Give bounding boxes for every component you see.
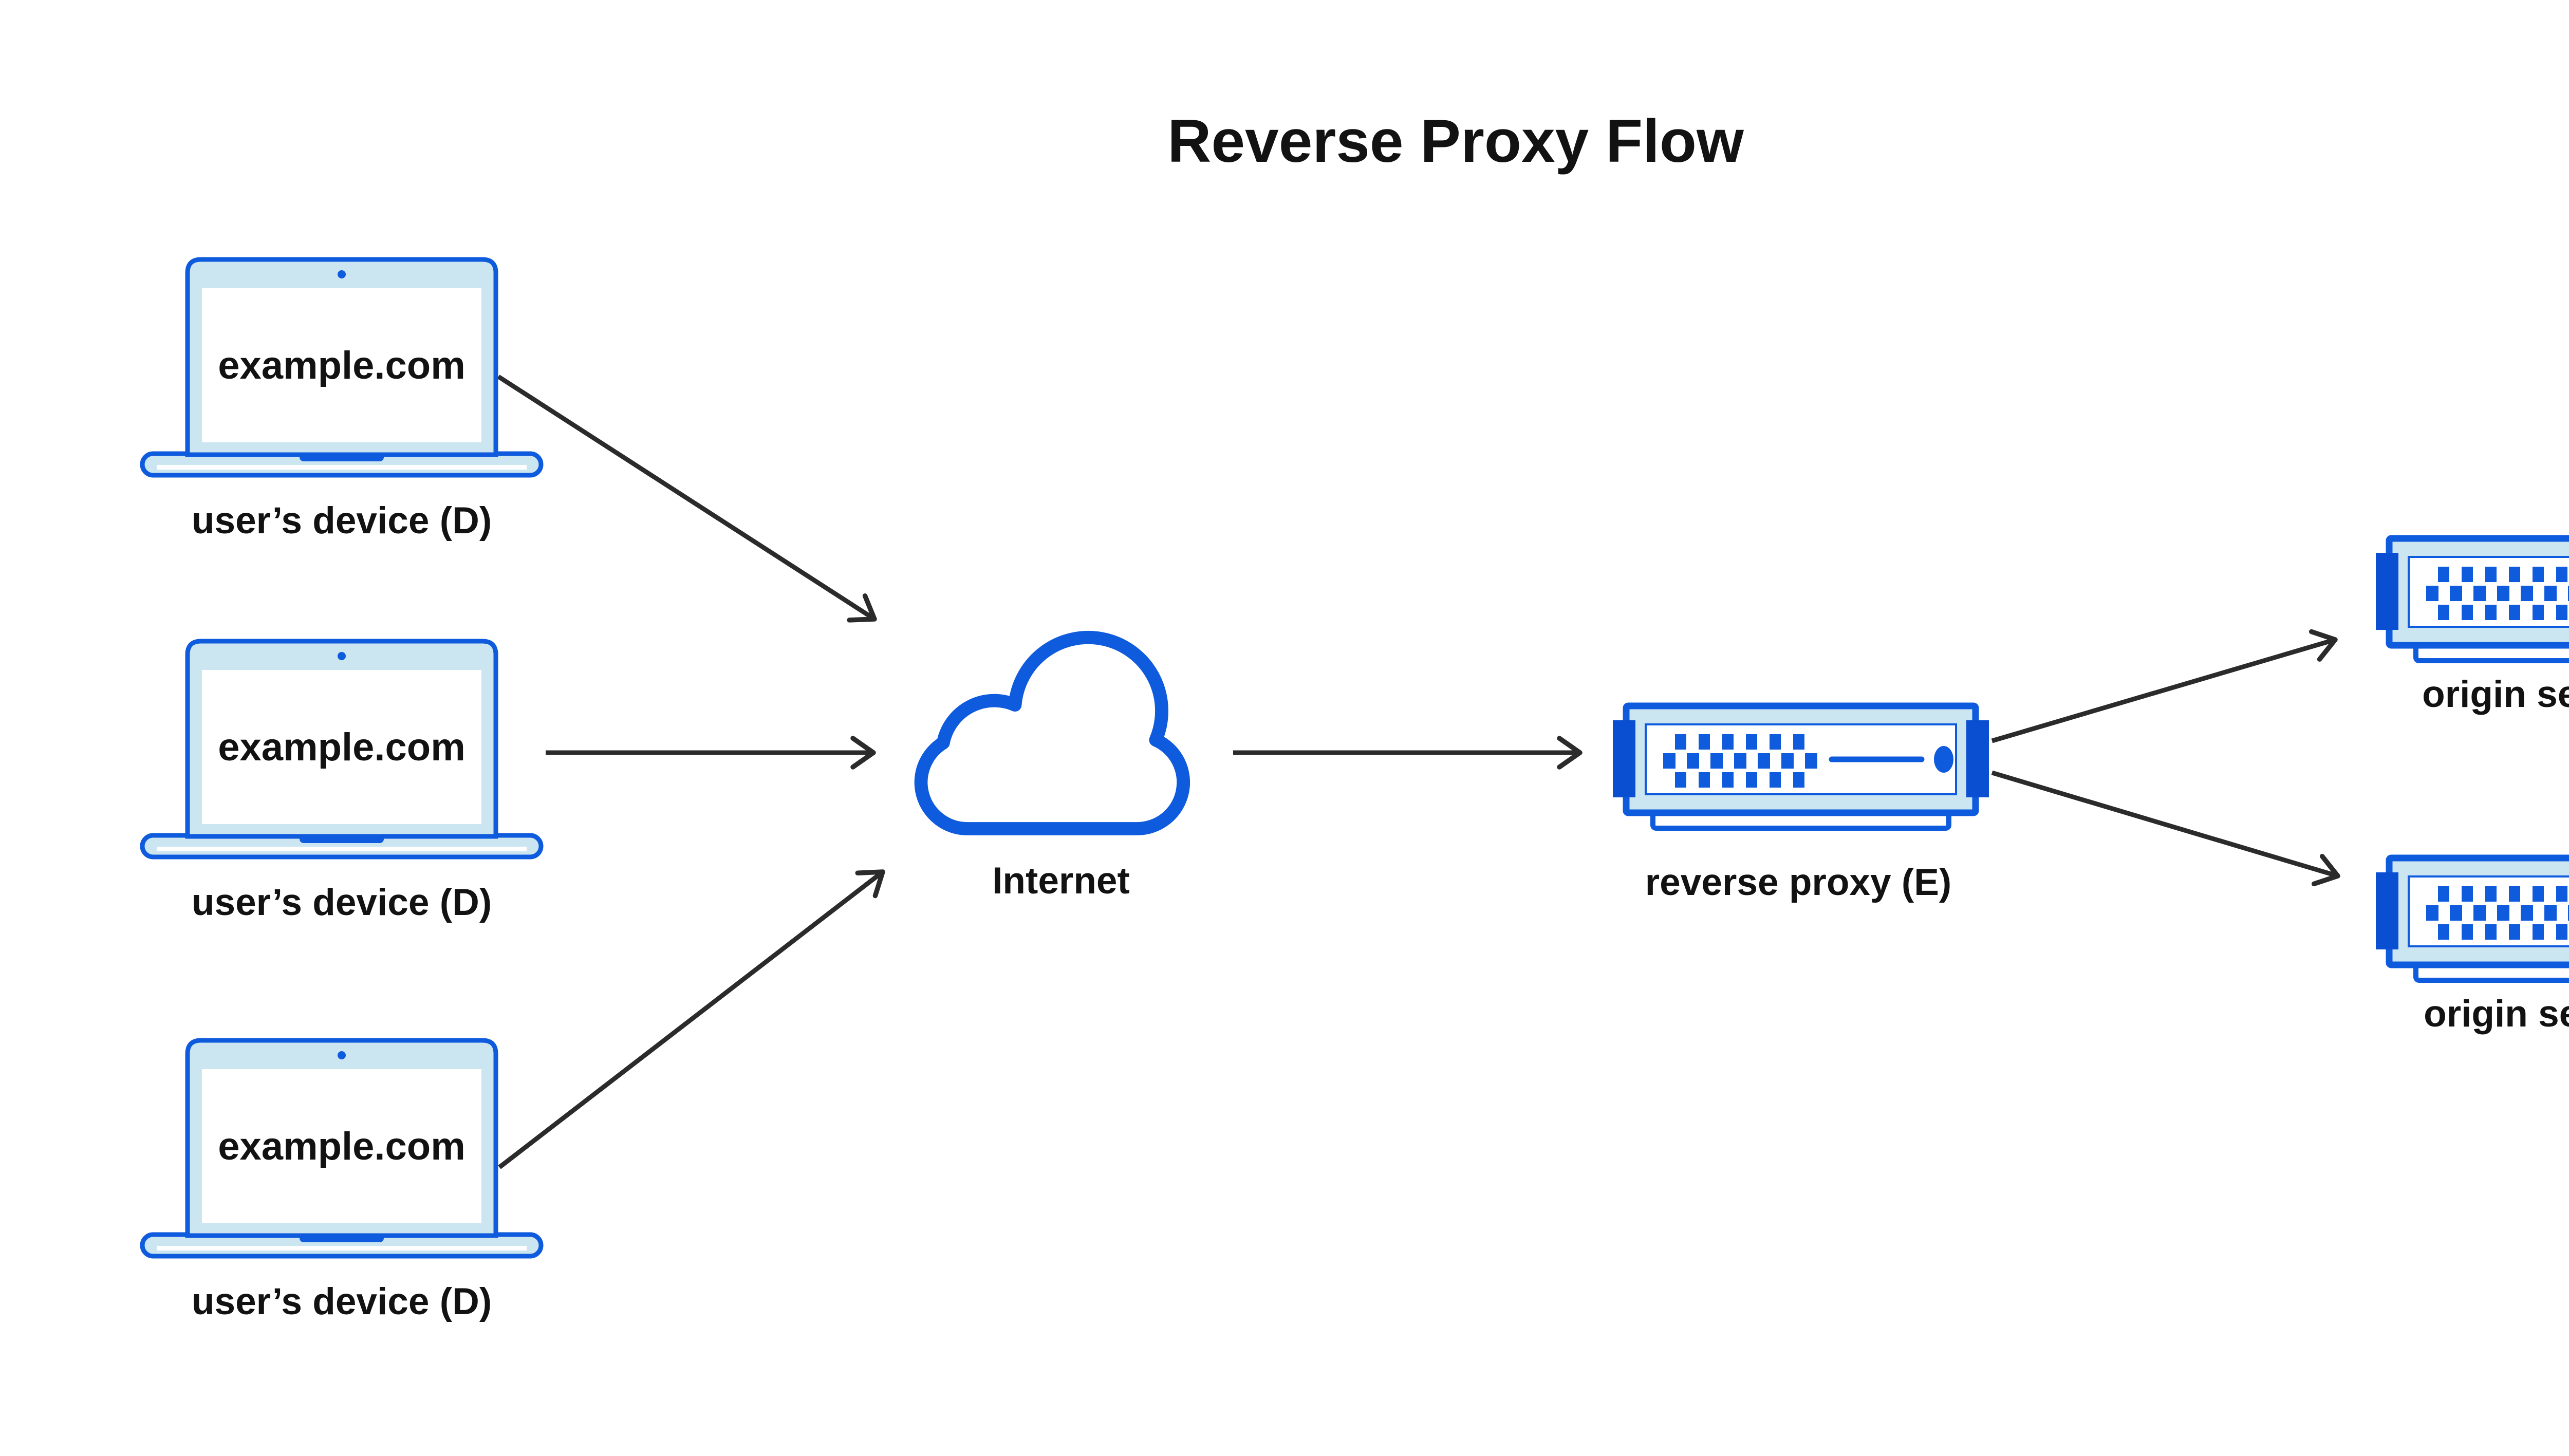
origin-server-label: origin server (F): [2422, 674, 2569, 715]
server-icon: [2376, 538, 2569, 661]
arrow-proxy-to-origin1: [1991, 629, 2338, 743]
arrow-proxy-to-origin2: [1991, 770, 2340, 887]
server-icon: [2376, 858, 2569, 980]
device-screen-text: example.com: [218, 344, 466, 387]
internet-label: Internet: [992, 860, 1130, 902]
reverse-proxy-label: reverse proxy (E): [1645, 862, 1951, 903]
diagram-title: Reverse Proxy Flow: [1167, 107, 1744, 175]
origin-server-label: origin server (F): [2424, 993, 2569, 1035]
device-label: user’s device (D): [192, 1281, 492, 1322]
arrow-device3-to-internet: [498, 869, 885, 1169]
device-label: user’s device (D): [192, 882, 492, 923]
device-label: user’s device (D): [192, 500, 492, 542]
cloud-icon: [914, 630, 1190, 835]
device-screen-text: example.com: [218, 725, 466, 769]
server-icon: [1613, 706, 1989, 828]
flow-arrows: [497, 375, 2340, 1169]
device-screen-text: example.com: [218, 1125, 466, 1168]
arrow-device1-to-internet: [497, 375, 877, 623]
